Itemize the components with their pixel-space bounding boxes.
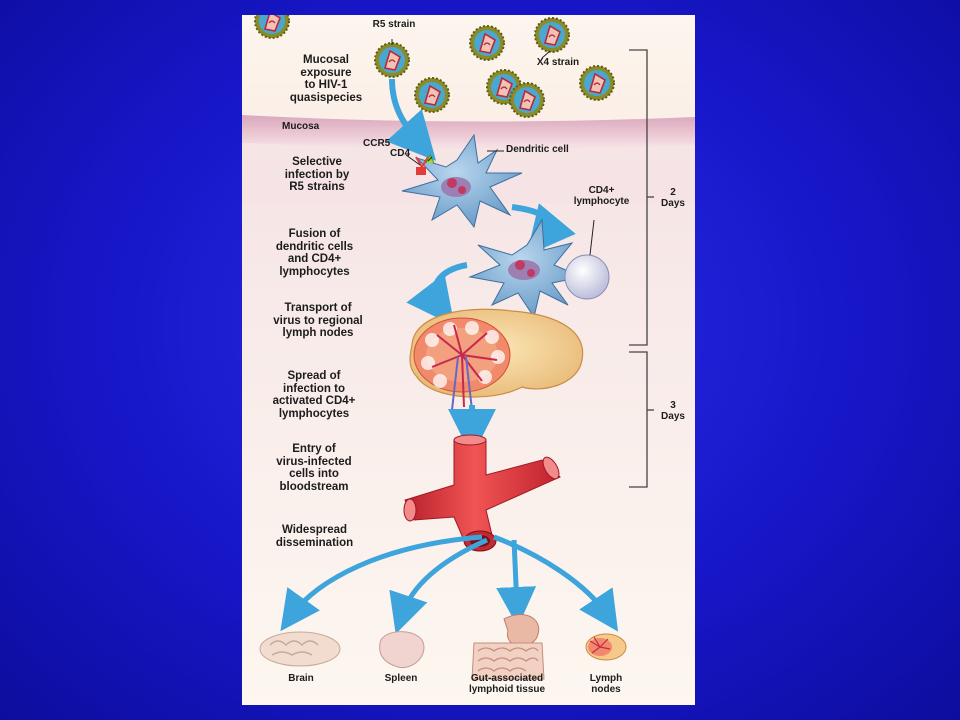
step-entry: Entry of virus-infected cells into blood… <box>276 443 352 493</box>
timeline-two-days: 2 Days <box>661 187 685 209</box>
step-selective-infection: Selective infection by R5 strains <box>284 156 350 193</box>
organ-brain-label: Brain <box>288 673 314 684</box>
step-fusion: Fusion of dendritic cells and CD4+ lymph… <box>275 228 354 278</box>
cd4-label: CD4 <box>390 148 411 159</box>
dendritic-cell <box>401 133 523 229</box>
step-transport: Transport of virus to regional lymph nod… <box>273 302 363 339</box>
r5-strain-label: R5 strain <box>372 19 416 30</box>
lymph-node <box>409 308 584 411</box>
ccr5-label: CCR5 <box>363 138 391 149</box>
hiv-dissemination-figure: R5 strain X4 strain Mucosa CCR5 CD4 Dend… <box>242 15 695 705</box>
organ-spleen-label: Spleen <box>384 673 418 684</box>
lymph-node-icon <box>585 633 627 661</box>
mucosa-label: Mucosa <box>282 121 320 132</box>
fused-cells <box>468 218 610 319</box>
gut-icon <box>471 614 545 680</box>
brain-icon <box>259 631 341 667</box>
dissemination-arrows <box>280 534 619 634</box>
step-dissemination: Widespread dissemination <box>275 524 354 549</box>
dendritic-cell-label: Dendritic cell <box>506 144 569 155</box>
figure-artwork <box>242 15 695 705</box>
step-exposure: Mucosal exposure to HIV-1 quasispecies <box>289 54 363 104</box>
organ-lymph-nodes-label: Lymph nodes <box>589 673 623 695</box>
cd4-lymphocyte-label: CD4+ lymphocyte <box>573 185 630 207</box>
x4-strain-label: X4 strain <box>536 57 580 68</box>
spleen-icon <box>379 631 425 669</box>
timeline-three-days: 3 Days <box>661 400 685 422</box>
timeline-brackets <box>629 49 654 488</box>
step-spread: Spread of infection to activated CD4+ ly… <box>272 370 356 420</box>
organ-gut-label: Gut-associated lymphoid tissue <box>468 673 546 695</box>
